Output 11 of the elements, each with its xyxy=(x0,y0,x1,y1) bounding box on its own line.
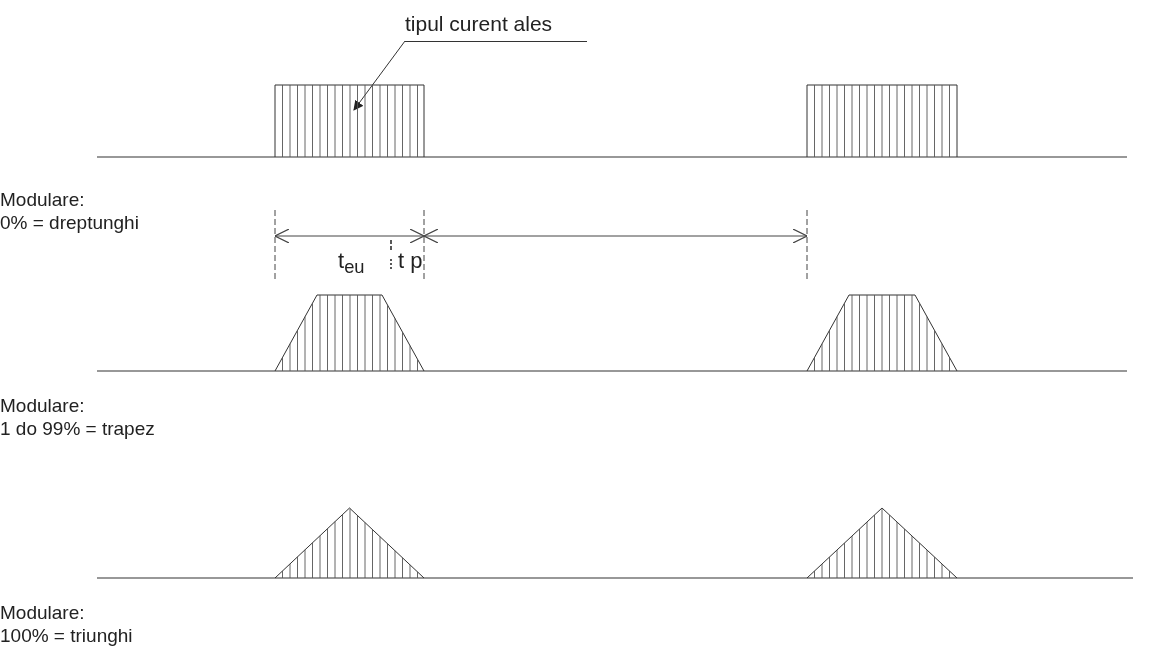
heading-text: Modulare: xyxy=(0,395,85,417)
heading-text: Modulare: xyxy=(0,189,85,211)
rectangular-pulse-drawing xyxy=(275,85,424,157)
mode-text: 1 do 99% = trapez xyxy=(0,418,155,440)
duration-label: t$_{eu}$ xyxy=(338,250,365,279)
mode-text: 0% = dreptunghi xyxy=(0,212,139,234)
callout-text: tipul curent ales xyxy=(405,10,587,42)
duration-label: t p xyxy=(398,250,423,272)
mode-text: 100% = triunghi xyxy=(0,625,133,647)
leader-line xyxy=(353,40,406,111)
heading-text: Modulare: xyxy=(0,602,85,624)
